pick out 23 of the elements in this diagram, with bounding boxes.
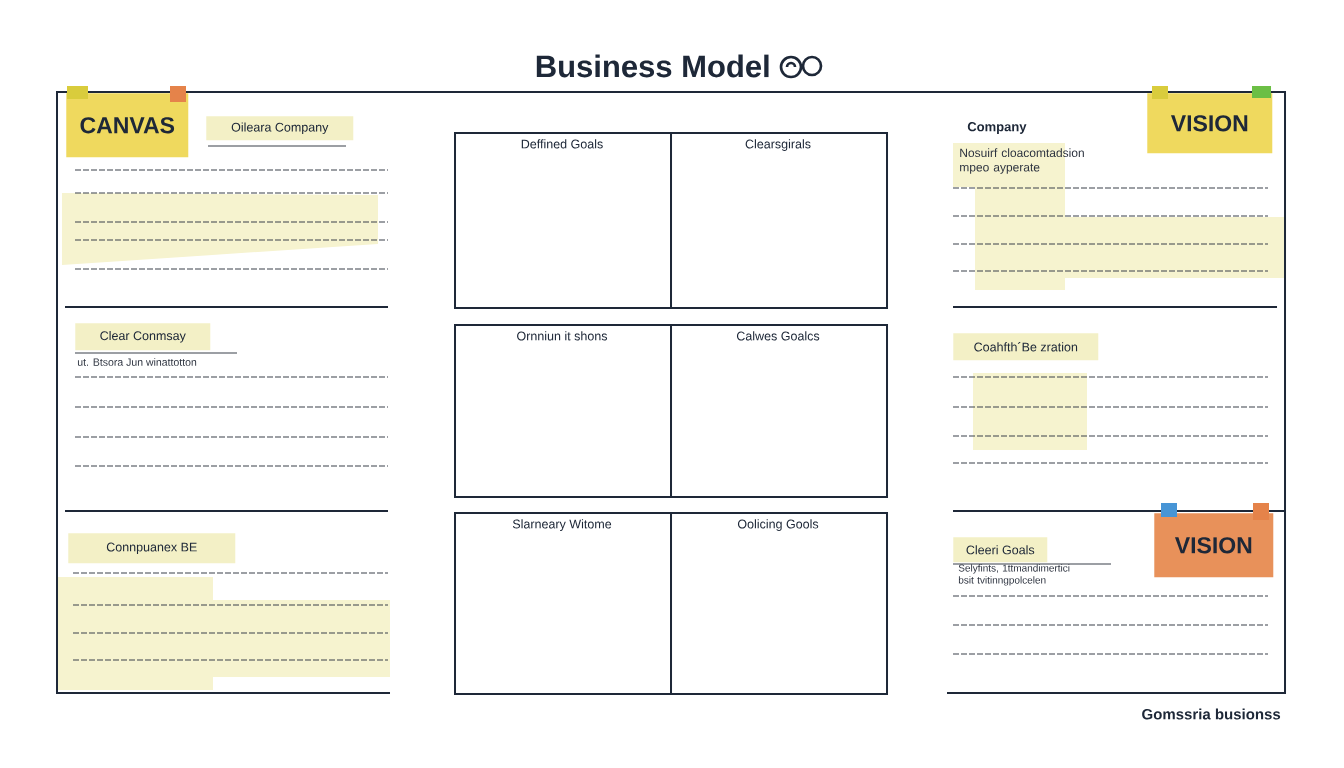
highlight-tag: Oileara Company (206, 116, 354, 141)
highlight-tag: Coahfth´Be zration (953, 333, 1099, 361)
heading: Company (967, 122, 1027, 134)
sticky-note (973, 373, 1087, 450)
grid-cell: Deffined Goals (454, 132, 672, 309)
highlight-tag: Connpuanex BE (68, 533, 236, 564)
grid-cell: Calwes Goalcs (670, 324, 888, 498)
sticky-note: VISION (1147, 93, 1273, 154)
sticky-note: VISION (1154, 513, 1274, 578)
highlight-tag: Cleeri Goals (953, 537, 1048, 563)
grid-cell: Oolicing Gools (670, 512, 888, 695)
sticky-note (62, 193, 378, 265)
sticky-note (58, 577, 390, 690)
highlight-tag: Clear Conmsay (75, 323, 211, 351)
caption-text: Selyfints, 1ttmandimertici bsit tvitinngpolcelen (958, 564, 1070, 586)
caption-text: ut. Btsora Jun winattotton (77, 358, 197, 366)
title: Business Model (536, 54, 769, 78)
grid-cell: Ornniun it shons (454, 324, 672, 498)
grid-cell: Clearsgirals (670, 132, 888, 309)
grid-cell: Slarneary Witome (454, 512, 672, 695)
sticky-note: CANVAS (66, 93, 189, 158)
sticky-note: Nosuirf cloacomtadsion mpeo ayperate (953, 143, 1284, 290)
footer-text: Gomssria busionss (1142, 708, 1281, 720)
